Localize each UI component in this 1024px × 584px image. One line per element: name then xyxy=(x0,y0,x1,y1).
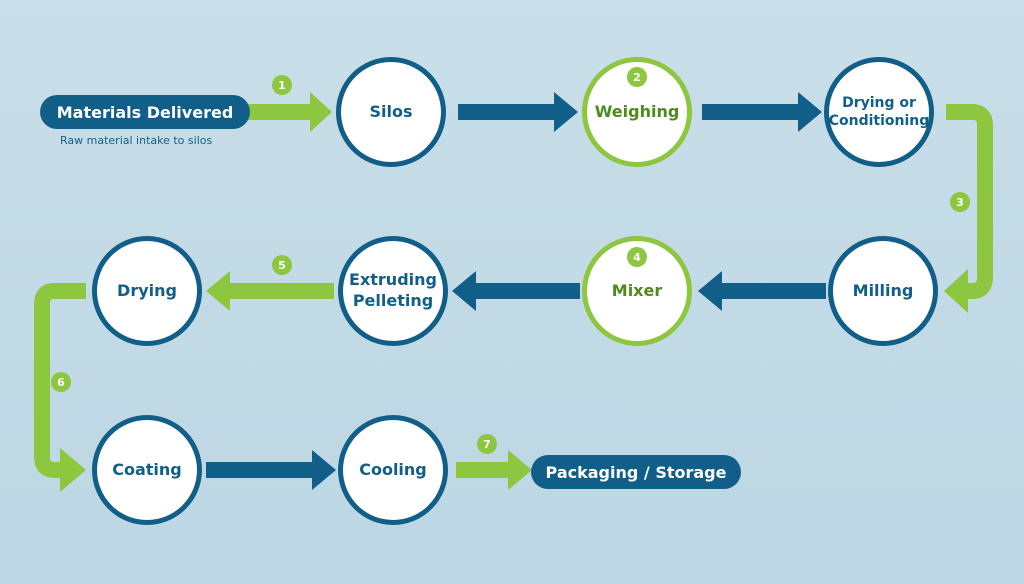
arrow-mixer-to-extruding xyxy=(452,271,580,311)
node-coating-label: Coating xyxy=(112,459,182,479)
node-milling: Milling xyxy=(828,236,938,346)
arrow-coating-to-cooling xyxy=(206,450,336,490)
node-milling-label: Milling xyxy=(852,280,914,300)
step-badge-3: 3 xyxy=(950,192,970,212)
node-silos-label: Silos xyxy=(369,101,413,121)
connector-drying-to-coating xyxy=(34,283,86,478)
node-extruding-pelleting-label: Extruding Pelleting xyxy=(349,270,437,310)
arrow-head-to-milling xyxy=(944,269,968,313)
node-drying-conditioning: Drying or Conditioning xyxy=(824,57,934,167)
connector-drying-conditioning-to-milling xyxy=(946,104,993,299)
start-label: Materials Delivered xyxy=(56,102,234,122)
node-mixer: Mixer xyxy=(582,236,692,346)
node-drying-label: Drying xyxy=(117,280,177,300)
arrow-cooling-to-end xyxy=(456,450,532,490)
step-badge-1: 1 xyxy=(272,75,292,95)
arrow-weighing-to-drying-conditioning xyxy=(702,92,822,132)
arrow-silos-to-weighing xyxy=(458,92,578,132)
node-weighing-label: Weighing xyxy=(594,101,680,121)
node-silos: Silos xyxy=(336,57,446,167)
end-pill: Packaging / Storage xyxy=(531,455,741,489)
step-badge-6: 6 xyxy=(51,372,71,392)
arrow-milling-to-mixer xyxy=(698,271,826,311)
node-drying-conditioning-label: Drying or Conditioning xyxy=(828,94,930,129)
start-pill: Materials Delivered xyxy=(40,95,250,129)
step-badge-7: 7 xyxy=(477,434,497,454)
end-label: Packaging / Storage xyxy=(545,462,727,482)
arrow-head-to-coating xyxy=(60,448,86,492)
step-badge-4: 4 xyxy=(627,247,647,267)
node-cooling: Cooling xyxy=(338,415,448,525)
node-coating: Coating xyxy=(92,415,202,525)
arrow-extruding-to-drying xyxy=(206,271,334,311)
start-subtitle: Raw material intake to silos xyxy=(60,134,213,147)
arrow-start-to-silos xyxy=(248,92,332,132)
node-weighing: Weighing xyxy=(582,57,692,167)
step-badge-5: 5 xyxy=(272,255,292,275)
node-extruding-pelleting: Extruding Pelleting xyxy=(338,236,448,346)
node-mixer-label: Mixer xyxy=(611,280,663,300)
step-badge-2: 2 xyxy=(627,67,647,87)
node-drying: Drying xyxy=(92,236,202,346)
node-cooling-label: Cooling xyxy=(359,459,427,479)
